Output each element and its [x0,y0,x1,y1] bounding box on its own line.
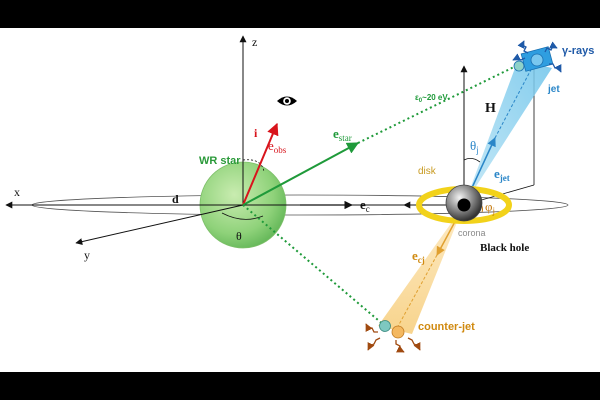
theta-j-label: θj [470,138,479,155]
wavy-arrow-icon [512,53,526,61]
y-axis-label: y [84,248,90,262]
i-angle-arc [242,159,265,173]
jet-label: jet [547,84,560,95]
disk-label: disk [418,166,437,177]
i-label: i [254,126,258,140]
h-label: H [485,101,496,116]
e-obs-label: eobs [268,138,287,155]
counter-jet-label: counter-jet [418,321,475,333]
wavy-arrow-icon [365,323,378,333]
counter-jet-blob-orange [391,325,405,339]
epsilon-label: ε0~20 eV [415,93,448,104]
star-to-jet-dotted [357,65,517,144]
phi-j-label: φj [485,199,495,216]
wavy-arrow-icon [544,41,558,53]
e-jet-label: ejet [494,166,510,183]
z-axis-label: z [252,35,257,49]
theta-label: θ [236,229,242,243]
system-diagram: z x y θ d i eobs WR star estar ec ε0~20 … [5,35,594,353]
corona-label: corona [458,228,486,238]
wavy-arrow-icon [395,340,405,353]
x-axis-label: x [14,185,20,199]
star-to-counterjet-dotted [242,204,386,327]
e-c-label: ec [360,197,370,214]
figure-panel: z x y θ d i eobs WR star estar ec ε0~20 … [0,28,600,372]
wavy-arrow-icon [549,63,562,73]
black-hole-label: Black hole [480,242,529,254]
eye-icon [277,96,297,106]
counter-jet-axis-line [395,254,438,331]
gamma-photons-jet [512,40,562,73]
e-obs-vector [242,122,279,206]
wavy-arrow-icon [407,337,421,351]
e-star-vector [242,142,360,206]
e-star-label: estar [333,126,352,143]
jet-blob-small [513,60,525,72]
theta-j-arc [463,158,481,163]
theta-arc [221,212,264,220]
jet-blob-large [530,53,544,67]
counter-jet-cone [378,205,464,334]
y-axis [75,204,244,246]
gamma-rays-label: γ-rays [562,45,594,57]
e-cj-label: ecj [412,248,425,265]
wavy-arrow-icon [517,40,529,54]
black-hole-core [457,198,471,212]
jet-axis-line [494,61,536,139]
counter-jet-blob-green [379,320,391,332]
wr-star-label: WR star [199,155,241,167]
wavy-arrow-icon [367,337,381,351]
jet-cone [464,60,552,205]
d-label: d [172,192,179,206]
gamma-photons-counterjet [365,323,421,353]
